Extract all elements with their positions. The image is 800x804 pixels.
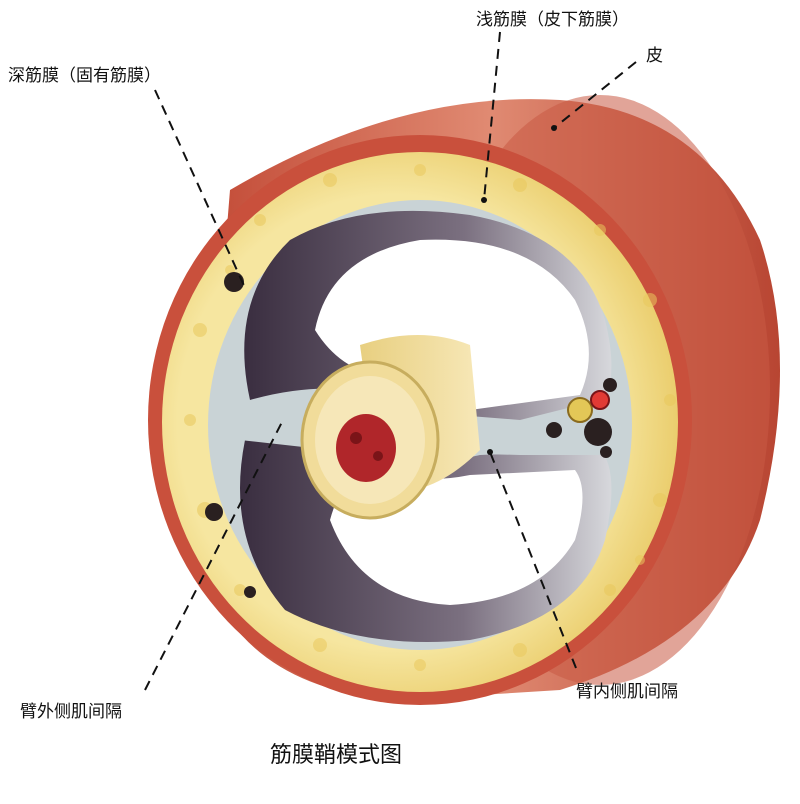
- figure-title: 筋膜鞘模式图: [270, 743, 403, 768]
- label-medial-intermuscular-septum: 臂内侧肌间隔: [576, 682, 678, 702]
- leader-dot-medial-septum: [487, 449, 493, 455]
- humerus-bone: [300, 335, 480, 520]
- leader-skin: [553, 61, 637, 129]
- vessel-right: [603, 378, 617, 392]
- bone-marrow: [336, 414, 396, 482]
- label-lateral-intermuscular-septum: 臂外侧肌间隔: [20, 702, 122, 722]
- vessel-upper-left: [224, 272, 244, 292]
- fat-texture: [184, 164, 676, 671]
- leader-deep-fascia: [154, 89, 247, 291]
- neurovascular-bundle: [546, 390, 612, 458]
- label-deep-fascia: 深筋膜（固有筋膜）: [8, 66, 161, 86]
- vessel-lower-left: [205, 503, 223, 521]
- leader-dot-skin: [551, 125, 557, 131]
- label-skin: 皮: [646, 46, 663, 66]
- vessel-bottom-left: [244, 586, 256, 598]
- leader-medial-septum: [489, 451, 577, 669]
- leader-dot-superficial-fascia: [481, 197, 487, 203]
- label-superficial-fascia: 浅筋膜（皮下筋膜）: [476, 10, 629, 30]
- leader-superficial-fascia: [483, 31, 501, 201]
